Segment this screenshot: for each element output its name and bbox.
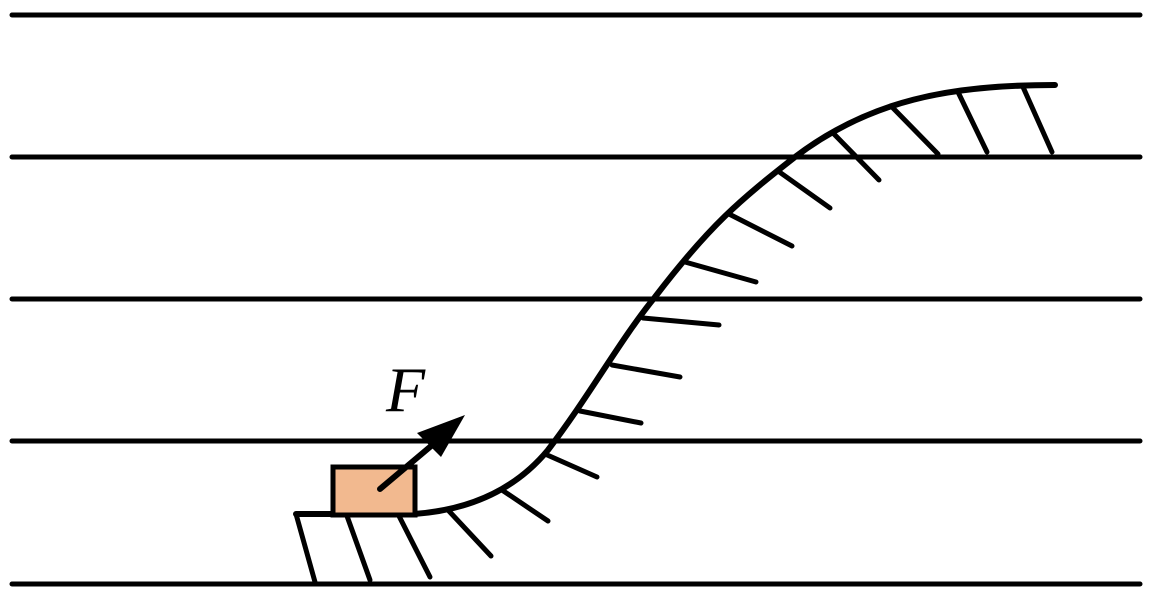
block (330, 464, 418, 518)
hatch-mark (890, 105, 941, 157)
hatch-mark (830, 130, 882, 183)
hatch-mark (344, 513, 373, 583)
hatch-mark (682, 259, 759, 285)
force-arrow (377, 415, 465, 492)
hatch-mark (640, 315, 722, 328)
surface-hatching (293, 84, 1055, 585)
hatch-mark (775, 168, 833, 211)
hatch-mark (499, 487, 551, 524)
hatch-mark (445, 507, 494, 559)
hatch-mark (542, 451, 600, 480)
horizontal-lines (9, 12, 1143, 587)
hatch-mark (396, 513, 433, 580)
hatch-mark (726, 211, 795, 249)
track-curve (293, 82, 1058, 517)
hatch-mark (1020, 84, 1055, 155)
force-label: F (385, 354, 426, 425)
hatch-mark (577, 408, 644, 426)
hatch-mark (293, 511, 318, 585)
hatch-mark (955, 89, 990, 155)
force-arrow-head (417, 415, 465, 457)
hatch-mark (609, 362, 683, 380)
